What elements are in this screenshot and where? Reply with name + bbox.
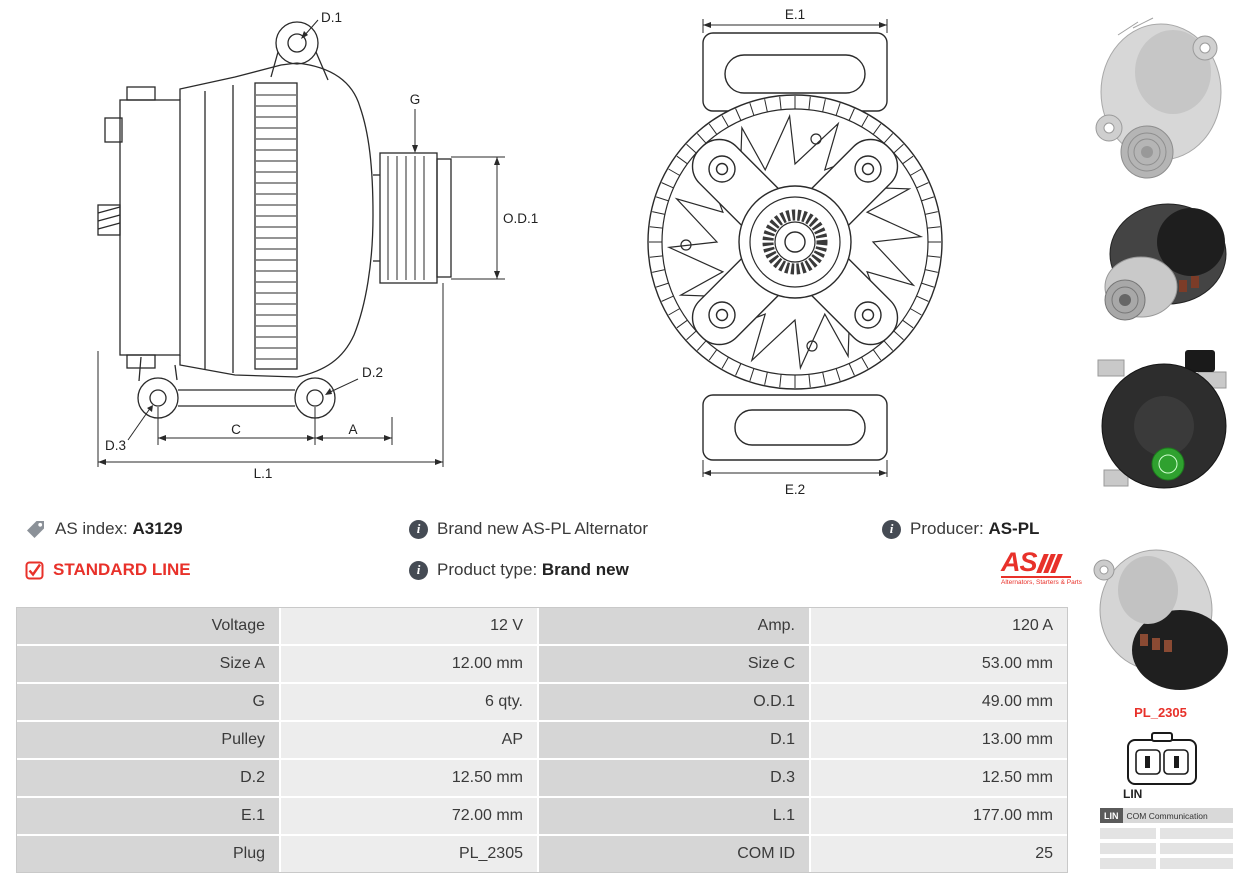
spec-value: 13.00 mm — [811, 722, 1067, 758]
as-index-label: AS index: — [55, 519, 128, 538]
front-dimension-arrows — [703, 22, 887, 476]
dim-label-a: A — [348, 422, 357, 437]
dim-label-d3: D.3 — [105, 438, 126, 453]
dim-label-d1: D.1 — [321, 10, 342, 25]
dim-label-od1: O.D.1 — [503, 211, 538, 226]
spec-label: O.D.1 — [539, 684, 809, 720]
spec-value: 12.50 mm — [811, 760, 1067, 796]
spec-value: 12.00 mm — [281, 646, 537, 682]
product-photo-4[interactable] — [1088, 538, 1233, 698]
spec-label: Pulley — [17, 722, 279, 758]
description-row: i Brand new AS-PL Alternator — [409, 518, 648, 540]
product-photo-2[interactable] — [1093, 192, 1233, 332]
dim-label-e1: E.1 — [785, 7, 805, 22]
info-icon: i — [409, 519, 428, 539]
front-dimension-lines — [702, 19, 888, 477]
as-index-row: AS index: A3129 — [25, 518, 183, 540]
info-icon: i — [409, 560, 428, 580]
front-view-technical-drawing: E.1 E.2 — [647, 7, 943, 497]
spec-value: 120 A — [811, 608, 1067, 644]
inactive-badge-rows — [1100, 828, 1233, 869]
aspl-logo-stripes — [1035, 554, 1063, 575]
as-index-value: A3129 — [132, 519, 183, 538]
product-photo-1[interactable] — [1083, 10, 1231, 182]
spec-label: Voltage — [17, 608, 279, 644]
spec-label: D.2 — [17, 760, 279, 796]
spec-label: Size A — [17, 646, 279, 682]
product-type-value: Brand new — [541, 560, 629, 579]
spec-value: AP — [281, 722, 537, 758]
spec-value: 6 qty. — [281, 684, 537, 720]
spec-label: D.1 — [539, 722, 809, 758]
checkbox-icon — [25, 561, 44, 579]
dim-label-d2: D.2 — [362, 365, 383, 380]
spec-value: 49.00 mm — [811, 684, 1067, 720]
spec-value: 12 V — [281, 608, 537, 644]
mounting-brackets — [702, 32, 888, 461]
spec-label: E.1 — [17, 798, 279, 834]
side-view-technical-drawing: D.1 G O.D.1 D.2 D.3 C A L.1 — [97, 10, 538, 481]
spec-label: G — [17, 684, 279, 720]
aspl-logo-text: AS — [1001, 547, 1038, 577]
com-communication-badge: LIN COM Communication — [1100, 808, 1233, 823]
aspl-logo: AS Alternators, Starters & Parts — [1001, 547, 1082, 586]
badge-lin-label: LIN — [1100, 808, 1123, 823]
producer-label: Producer: — [910, 519, 984, 538]
product-type-label: Product type: — [437, 560, 538, 579]
spec-label: Amp. — [539, 608, 809, 644]
dim-label-e2: E.2 — [785, 482, 805, 497]
spec-label: L.1 — [539, 798, 809, 834]
spec-value: PL_2305 — [281, 836, 537, 872]
plug-type-label: LIN — [1123, 787, 1143, 801]
spec-label: Plug — [17, 836, 279, 872]
spec-value: 25 — [811, 836, 1067, 872]
producer-value: AS-PL — [988, 519, 1040, 538]
dim-label-l1: L.1 — [254, 466, 273, 481]
plug-code-label: PL_2305 — [1134, 705, 1187, 720]
standard-line-row: STANDARD LINE — [25, 559, 191, 581]
spec-label: COM ID — [539, 836, 809, 872]
spec-label: D.3 — [539, 760, 809, 796]
alternator-side-outline — [97, 21, 452, 419]
dim-label-c: C — [231, 422, 241, 437]
dim-label-g: G — [410, 92, 421, 107]
product-photo-3[interactable] — [1090, 342, 1233, 510]
spec-label: Size C — [539, 646, 809, 682]
tag-icon — [27, 520, 44, 538]
info-icon: i — [882, 519, 901, 539]
bolt-holes — [708, 155, 882, 329]
pulley-hub — [680, 133, 852, 352]
spec-value: 177.00 mm — [811, 798, 1067, 834]
product-type-row: i Product type: Brand new — [409, 559, 629, 581]
spec-value: 53.00 mm — [811, 646, 1067, 682]
product-description: Brand new AS-PL Alternator — [437, 519, 649, 538]
plug-connector-diagram — [1127, 732, 1197, 785]
standard-line-label: STANDARD LINE — [53, 560, 191, 579]
aspl-logo-subtext: Alternators, Starters & Parts — [1001, 576, 1082, 586]
producer-row: i Producer: AS-PL — [882, 518, 1039, 540]
badge-com-label: COM Communication — [1122, 808, 1233, 823]
spec-value: 72.00 mm — [281, 798, 537, 834]
specs-table: Voltage 12 V Amp. 120 A Size A 12.00 mm … — [16, 607, 1068, 873]
spec-value: 12.50 mm — [281, 760, 537, 796]
side-dimension-arrows — [98, 31, 500, 465]
side-dimension-lines — [97, 19, 505, 467]
